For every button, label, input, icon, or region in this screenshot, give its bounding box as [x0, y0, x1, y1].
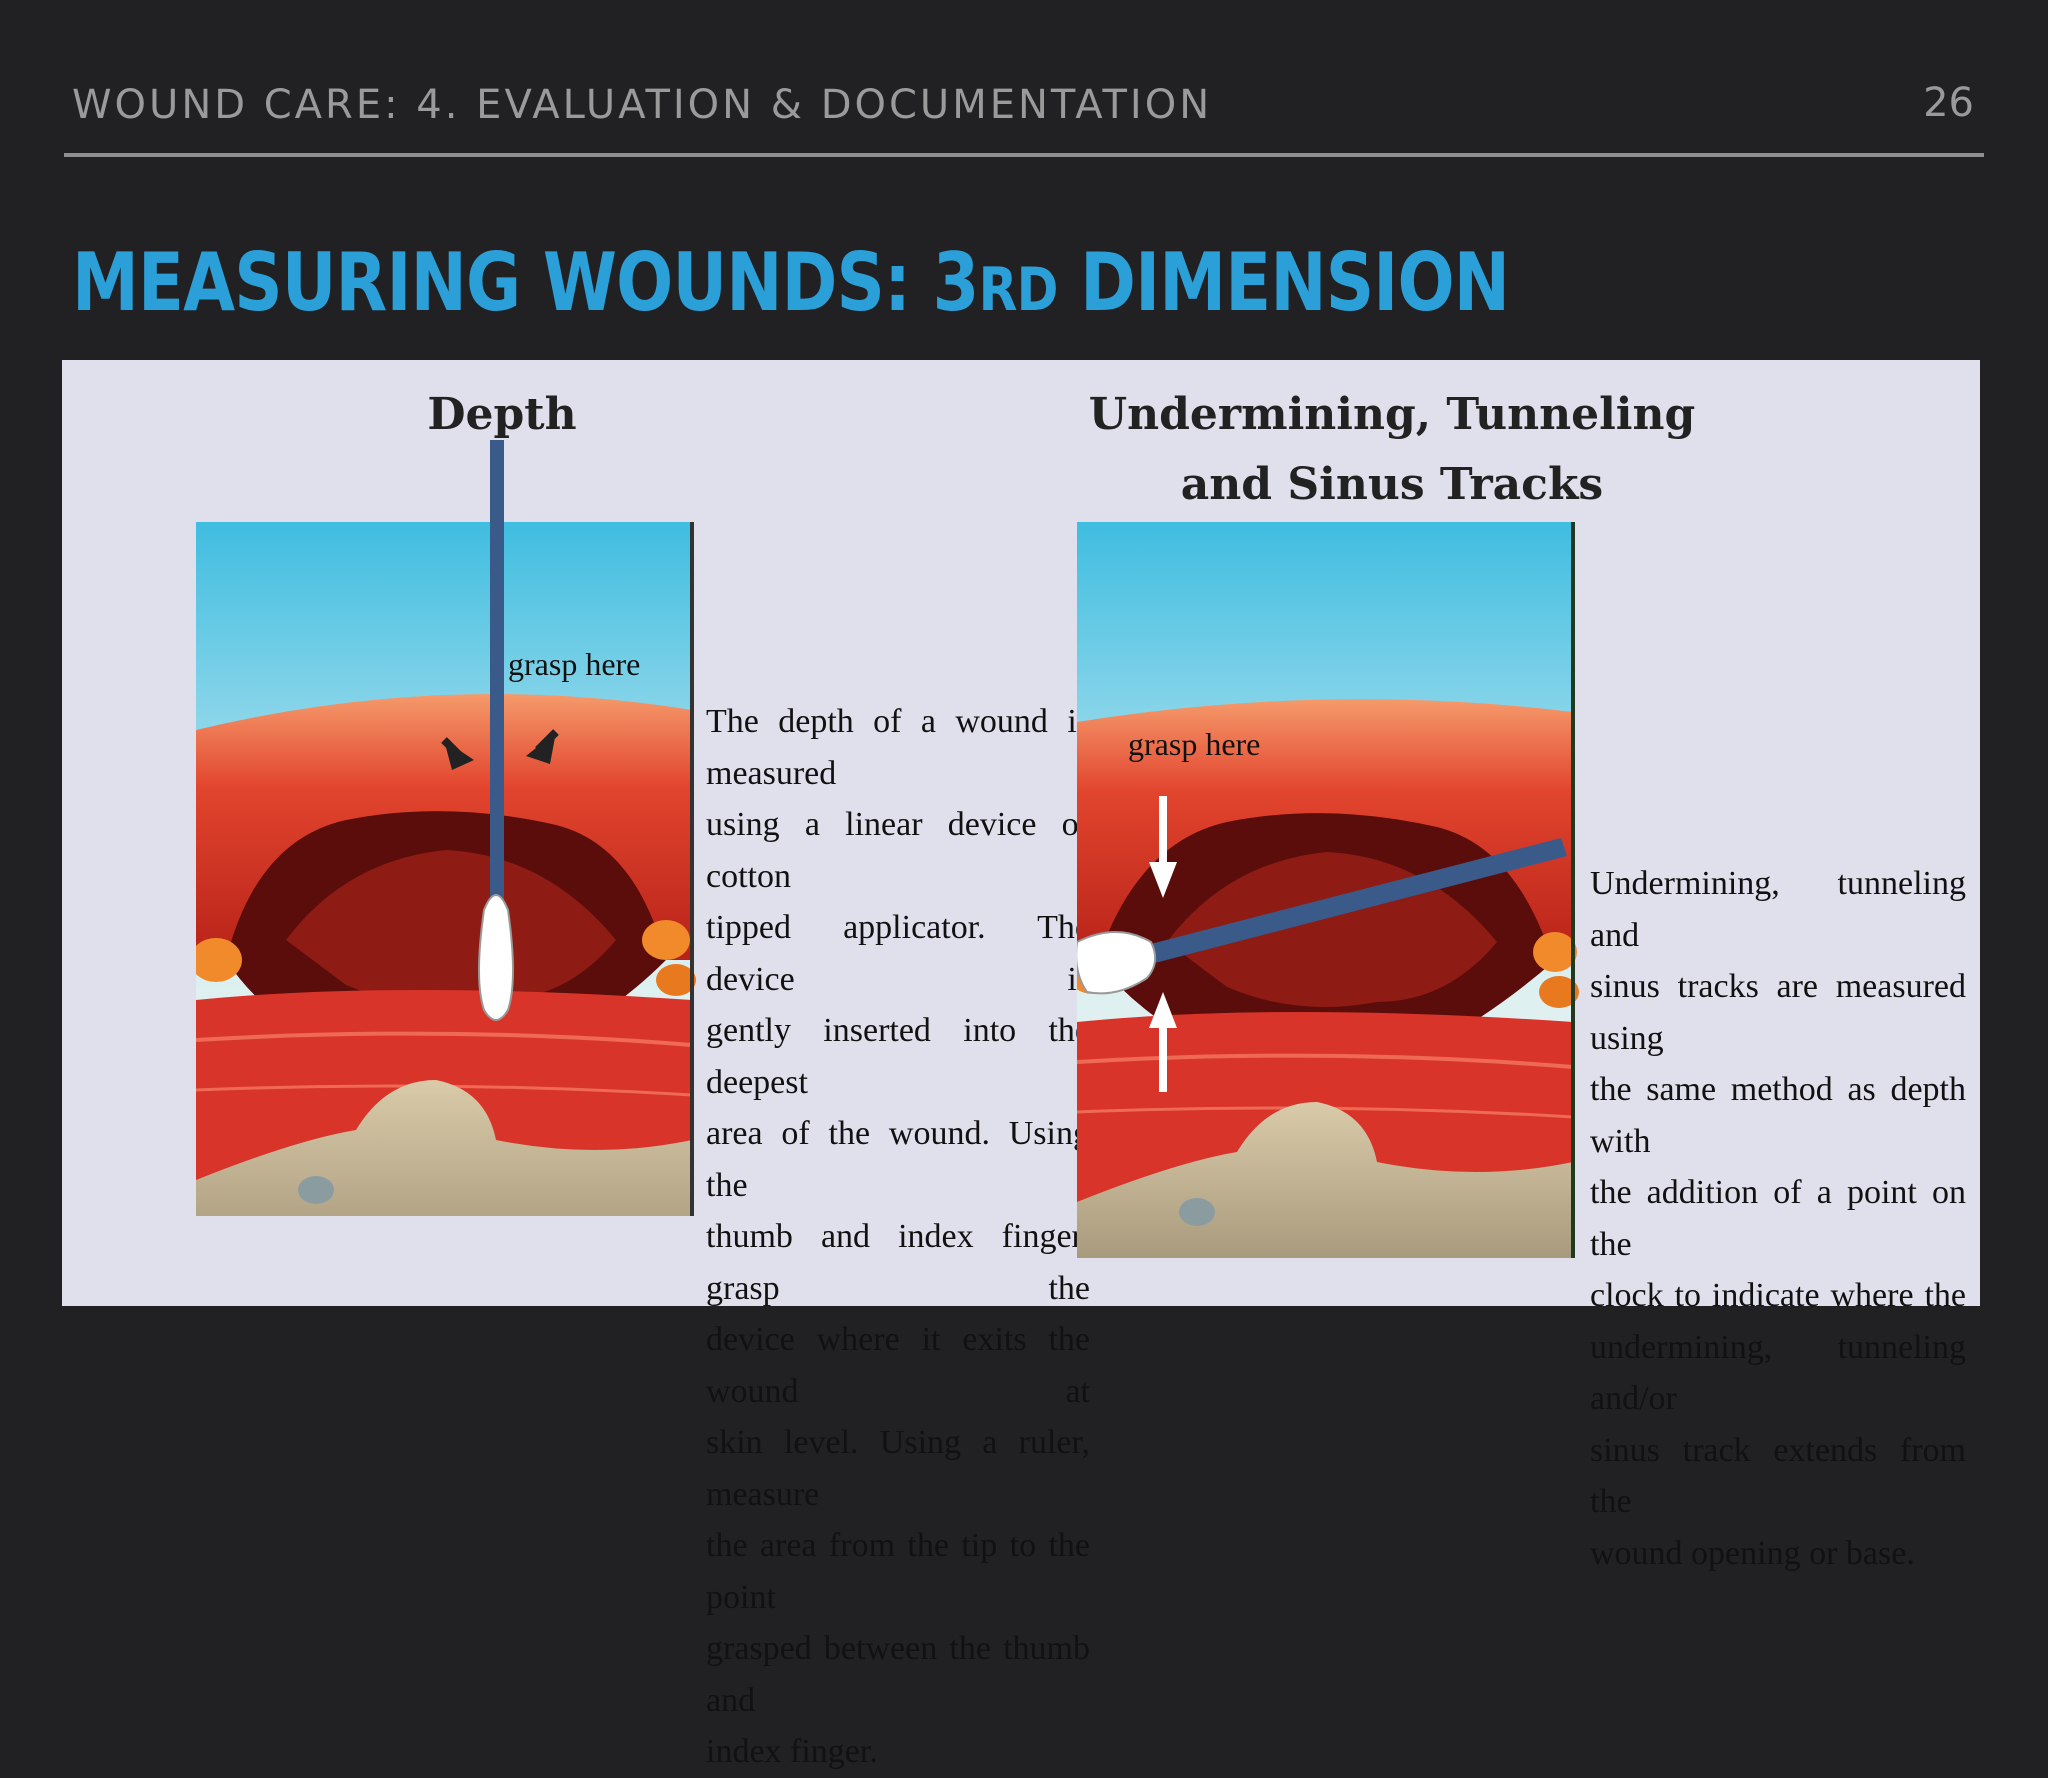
depth-description-line: using a linear device or cotton	[706, 806, 1090, 895]
depth-description-line: The depth of a wound is measured	[706, 703, 1090, 792]
arrow-up-icon	[1149, 992, 1177, 1028]
undermining-description: Undermining, tunneling and sinus tracks …	[1590, 858, 1966, 1579]
depth-grasp-label: grasp here	[508, 646, 641, 682]
depth-description-line: gently inserted into the deepest	[706, 1012, 1090, 1101]
title-tail: DIMENSION	[1057, 236, 1510, 329]
undermining-description-line: Undermining, tunneling and	[1590, 865, 1966, 954]
depth-description-line: thumb and index finger, grasp the	[706, 1218, 1090, 1307]
undermining-description-line: wound opening or base.	[1590, 1534, 1915, 1572]
depth-description-line: tipped applicator. The device is	[706, 909, 1090, 998]
depth-heading: Depth	[427, 389, 577, 440]
depth-description-line: area of the wound. Using the	[706, 1115, 1090, 1204]
undermining-description-line: the addition of a point on the	[1590, 1174, 1966, 1263]
slide-title: MEASURING WOUNDS: 3RD DIMENSION	[72, 236, 1510, 329]
cotton-tip	[478, 894, 514, 1021]
header-divider	[64, 153, 1984, 157]
undermining-description-line: undermining, tunneling and/or	[1590, 1328, 1966, 1418]
depth-wound-illustration	[196, 440, 696, 1216]
undermining-wound-illustration	[1077, 522, 1579, 1258]
section-header: WOUND CARE: 4. EVALUATION & DOCUMENTATIO…	[72, 82, 1213, 128]
page-number: 26	[1923, 80, 1974, 126]
undermining-heading-line1: Undermining, Tunneling	[1088, 389, 1696, 440]
title-main: MEASURING WOUNDS: 3	[72, 236, 979, 329]
applicator-stick	[1143, 838, 1567, 964]
depth-description: The depth of a wound is measured using a…	[706, 696, 1090, 1778]
arrow-down-icon	[1149, 862, 1177, 898]
undermining-heading: Undermining, Tunneling and Sinus Tracks	[1082, 380, 1702, 520]
undermining-grasp-label: grasp here	[1128, 726, 1261, 762]
title-ordinal-suffix: RD	[978, 255, 1059, 325]
undermining-description-line: sinus track extends from the	[1590, 1431, 1966, 1521]
depth-description-line: index finger.	[706, 1733, 878, 1770]
undermining-heading-line2: and Sinus Tracks	[1180, 459, 1604, 510]
applicator-stick	[490, 440, 504, 910]
wound-measurement-figure: Depth	[62, 360, 1980, 1770]
cotton-tip	[1077, 931, 1157, 995]
depth-description-line: grasped between the thumb and	[706, 1630, 1090, 1719]
undermining-description-line: sinus tracks are measured using	[1590, 968, 1966, 1057]
depth-description-line: device where it exits the wound at	[706, 1321, 1090, 1410]
undermining-description-line: the same method as depth with	[1590, 1071, 1966, 1160]
undermining-description-line: clock to indicate where the	[1590, 1277, 1966, 1314]
depth-description-line: the area from the tip to the point	[706, 1527, 1090, 1616]
depth-description-line: skin level. Using a ruler, measure	[706, 1424, 1090, 1513]
